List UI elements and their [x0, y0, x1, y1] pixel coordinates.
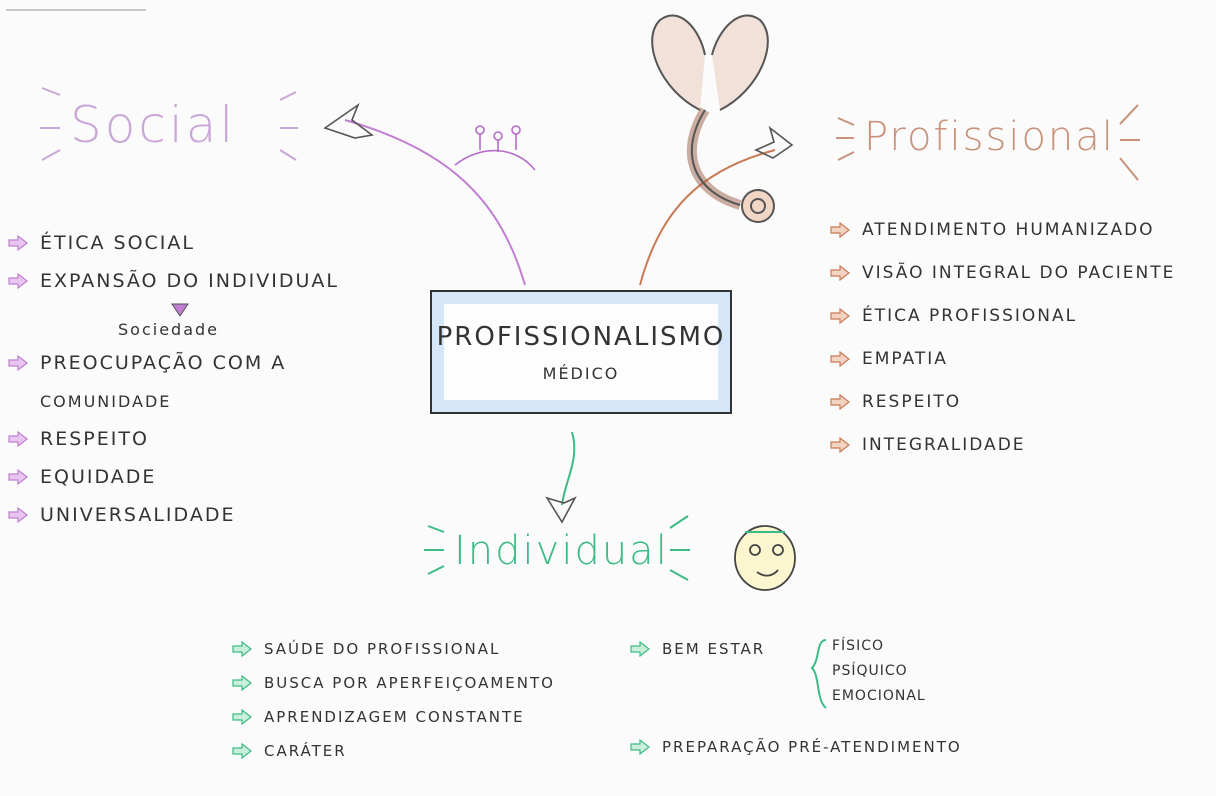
social-item-label: comunidade: [40, 391, 172, 411]
arrow-icon: [830, 393, 850, 410]
face-icon: [734, 525, 796, 591]
arrow-icon: [830, 436, 850, 453]
arrow-icon: [830, 350, 850, 367]
arrow-icon: [232, 641, 252, 657]
list-item: Caráter: [232, 734, 555, 768]
list-item: Aprendizagem constante: [232, 700, 555, 734]
profissional-item-label: Integralidade: [862, 434, 1026, 455]
center-subtitle: Médico: [542, 363, 620, 383]
arrow-icon: [830, 221, 850, 238]
list-item: Saúde do profissional: [232, 632, 555, 666]
arrow-icon: [232, 743, 252, 759]
list-item: Universalidade: [8, 496, 339, 534]
list-item: Sociedade: [8, 300, 339, 344]
arrow-icon: [830, 307, 850, 324]
individual-list: Saúde do profissional Busca por aperfeiç…: [232, 632, 555, 768]
people-icon: [454, 125, 536, 171]
arrow-icon: [8, 431, 28, 447]
bem-estar-types: Físico Psíquico Emocional: [832, 634, 926, 709]
social-title-ticks: [40, 87, 298, 161]
center-title: Profissionalismo: [436, 321, 726, 352]
arrow-icon: [8, 469, 28, 485]
list-item: Integralidade: [830, 423, 1175, 466]
social-arrowhead: [323, 102, 374, 139]
bem-estar-type: Emocional: [832, 688, 926, 704]
arrow-icon: [830, 264, 850, 281]
individual-item-label: Saúde do profissional: [264, 640, 501, 658]
profissional-item-label: Atendimento humanizado: [862, 219, 1155, 240]
social-arrow: [344, 119, 526, 286]
profissional-item-label: Empatia: [862, 348, 948, 369]
list-item: Equidade: [8, 458, 339, 496]
individual-arrowhead: [545, 496, 577, 524]
list-item: Ética social: [8, 224, 339, 262]
profissional-item-label: Respeito: [862, 391, 962, 412]
individual-arrow: [561, 431, 576, 506]
list-item: Respeito: [830, 380, 1175, 423]
list-item: Expansão do individual: [8, 262, 339, 300]
social-item-label: Expansão do individual: [40, 270, 339, 292]
list-item: Empatia: [830, 337, 1175, 380]
profissional-title-ticks: [836, 104, 1140, 181]
list-item: Preocupação com a: [8, 344, 339, 382]
list-item: Ética profissional: [830, 294, 1175, 337]
preparacao-row: Preparação pré-atendimento: [630, 738, 962, 756]
individual-title-ticks: [424, 515, 690, 581]
social-item-label: Equidade: [40, 466, 157, 488]
arrow-icon: [630, 641, 650, 657]
bem-estar-brace: [810, 639, 827, 709]
arrow-icon: [232, 675, 252, 691]
arrow-icon: [8, 355, 28, 371]
social-item-label: Universalidade: [40, 504, 236, 526]
sub-arrow-down: [171, 303, 189, 317]
bem-estar-label: Bem estar: [662, 640, 766, 658]
list-item: comunidade: [8, 382, 339, 420]
bem-estar-type: Físico: [832, 638, 884, 654]
center-box: Profissionalismo Médico: [430, 290, 732, 414]
social-item-label: Ética social: [40, 232, 195, 254]
profissional-item-label: Ética profissional: [862, 305, 1078, 326]
center-box-inner: Profissionalismo Médico: [437, 304, 723, 400]
individual-item-label: Caráter: [264, 742, 347, 760]
bem-estar-type: Psíquico: [832, 663, 908, 679]
social-title: Social: [70, 96, 237, 154]
individual-title: Individual: [454, 528, 669, 574]
profissional-arrow: [639, 149, 776, 286]
list-item: Busca por aperfeiçoamento: [232, 666, 555, 700]
profissional-title: Profissional: [864, 114, 1115, 160]
bem-estar-row: Bem estar: [630, 640, 765, 658]
social-item-label: Preocupação com a: [40, 352, 287, 374]
stethoscope-icon: [651, 14, 775, 223]
list-item: Atendimento humanizado: [830, 208, 1175, 251]
social-item-label: Respeito: [40, 428, 149, 450]
profissional-arrowhead: [754, 125, 794, 159]
list-item: Respeito: [8, 420, 339, 458]
profissional-list: Atendimento humanizado Visão integral do…: [830, 208, 1175, 466]
arrow-icon: [8, 507, 28, 523]
arrow-icon: [8, 273, 28, 289]
arrow-icon: [630, 739, 650, 755]
social-sub-item: Sociedade: [118, 319, 219, 339]
arrow-icon: [232, 709, 252, 725]
individual-item-label: Busca por aperfeiçoamento: [264, 674, 555, 692]
social-list: Ética social Expansão do individual Soci…: [8, 224, 339, 534]
arrow-icon: [8, 235, 28, 251]
individual-item-label: Aprendizagem constante: [264, 708, 525, 726]
profissional-item-label: Visão integral do paciente: [862, 262, 1176, 283]
list-item: Visão integral do paciente: [830, 251, 1175, 294]
preparacao-label: Preparação pré-atendimento: [662, 738, 962, 756]
